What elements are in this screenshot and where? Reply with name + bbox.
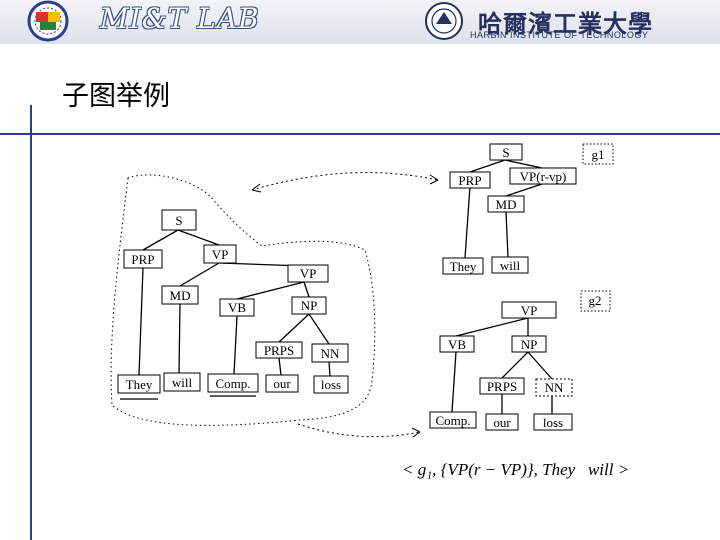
tree-node-label: VP: [212, 247, 229, 262]
tree-node: VB: [219, 298, 255, 317]
tree-node: VP: [203, 244, 237, 264]
tree-node-label: NN: [545, 380, 564, 395]
tree-node-label: NP: [521, 337, 538, 352]
tree-node: VP(r-vp): [509, 167, 577, 185]
tree-node: VP: [287, 264, 329, 283]
tree-node: S: [161, 209, 197, 231]
dashed-arrow-to-g1: [251, 172, 439, 191]
tree-node-label: PRPS: [487, 379, 517, 394]
tree-node: MD: [487, 195, 525, 213]
tree-node: our: [265, 374, 299, 393]
tree-node-label: will: [500, 258, 521, 273]
tree-node-label: VP(r-vp): [520, 169, 567, 184]
arrowhead-icon: [411, 427, 421, 438]
tree-node: They: [117, 374, 161, 394]
tree-node-label: VP: [300, 266, 317, 281]
tree-node: loss: [533, 413, 573, 431]
tree-node-label: will: [172, 375, 193, 390]
header-band: [0, 0, 720, 44]
g2-tag-box: [580, 290, 611, 312]
tree-node-label: NN: [321, 346, 340, 361]
university-name-en: HARBIN INSTITUTE OF TECHNOLOGY: [470, 30, 649, 40]
lab-name: MI&T LAB: [100, 2, 260, 35]
puzzle-ring-logo-icon: [27, 0, 69, 42]
tree-node-label: VB: [228, 300, 246, 315]
tree-node-label: our: [273, 376, 291, 391]
tree-node-label: Comp.: [215, 376, 250, 391]
tree-node-label: PRP: [458, 173, 481, 188]
tree-node-label: They: [450, 259, 477, 274]
tree-node: NN: [535, 378, 573, 397]
tree-node: loss: [313, 375, 349, 394]
subgraph-g1-edges: [464, 159, 543, 259]
tree-node: VB: [439, 335, 475, 353]
tree-node: PRPS: [255, 341, 303, 359]
g1-tag-box: [582, 143, 614, 165]
arrowhead-icon: [429, 174, 439, 185]
university-seal-icon: [425, 2, 463, 40]
g2-tag: g2: [589, 293, 602, 308]
tree-node-label: MD: [170, 288, 191, 303]
slide-title: 子图举例: [62, 81, 170, 112]
tree-node-label: loss: [543, 415, 563, 430]
tree-node: will: [163, 372, 201, 392]
tree-node-label: MD: [496, 197, 517, 212]
arrowhead-icon: [251, 183, 262, 193]
tree-node: NN: [311, 343, 349, 363]
tree-node-label: NP: [301, 298, 318, 313]
tree-node-label: loss: [321, 377, 341, 392]
tree-node-label: PRPS: [264, 343, 294, 358]
tree-node-label: PRP: [131, 252, 154, 267]
g1-tag: g1: [592, 147, 605, 162]
tree-node-label: They: [126, 377, 153, 392]
tree-node: our: [485, 413, 519, 431]
tree-node: S: [489, 143, 523, 161]
tree-node: PRP: [449, 171, 491, 189]
subgraph-g1: S PRP VP(r-vp) MD They will g1: [442, 143, 614, 275]
source-tree: S PRP VP MD VP VB NP PRPS NN They will C…: [117, 209, 349, 400]
tree-node: MD: [161, 285, 199, 305]
tree-node-label: S: [175, 213, 182, 228]
tree-node: will: [491, 256, 529, 274]
tree-node-label: Comp.: [435, 413, 470, 428]
dashed-arrow-to-g2: [297, 423, 421, 438]
tree-node: NP: [511, 335, 547, 353]
tree-node-label: VB: [448, 337, 466, 352]
tree-node: Comp.: [429, 411, 477, 429]
tree-node: PRPS: [479, 377, 525, 395]
subgraph-g2-edges: [451, 317, 553, 414]
tree-node-label: our: [493, 415, 511, 430]
tree-node: VP: [501, 301, 557, 319]
tree-node: PRP: [123, 249, 163, 269]
tree-node: They: [442, 257, 484, 275]
tree-node: Comp.: [207, 373, 259, 393]
university-name-cn: 哈爾濱工業大學: [478, 9, 653, 38]
tree-node: NP: [291, 296, 327, 315]
tree-node-label: S: [502, 145, 509, 160]
tree-node-label: VP: [521, 303, 538, 318]
subgraph-formula: < g₁, {VP(r − VP)}, They will >: [402, 460, 630, 479]
subgraph-g2: VP VB NP PRPS NN Comp. our loss g2: [429, 290, 611, 431]
